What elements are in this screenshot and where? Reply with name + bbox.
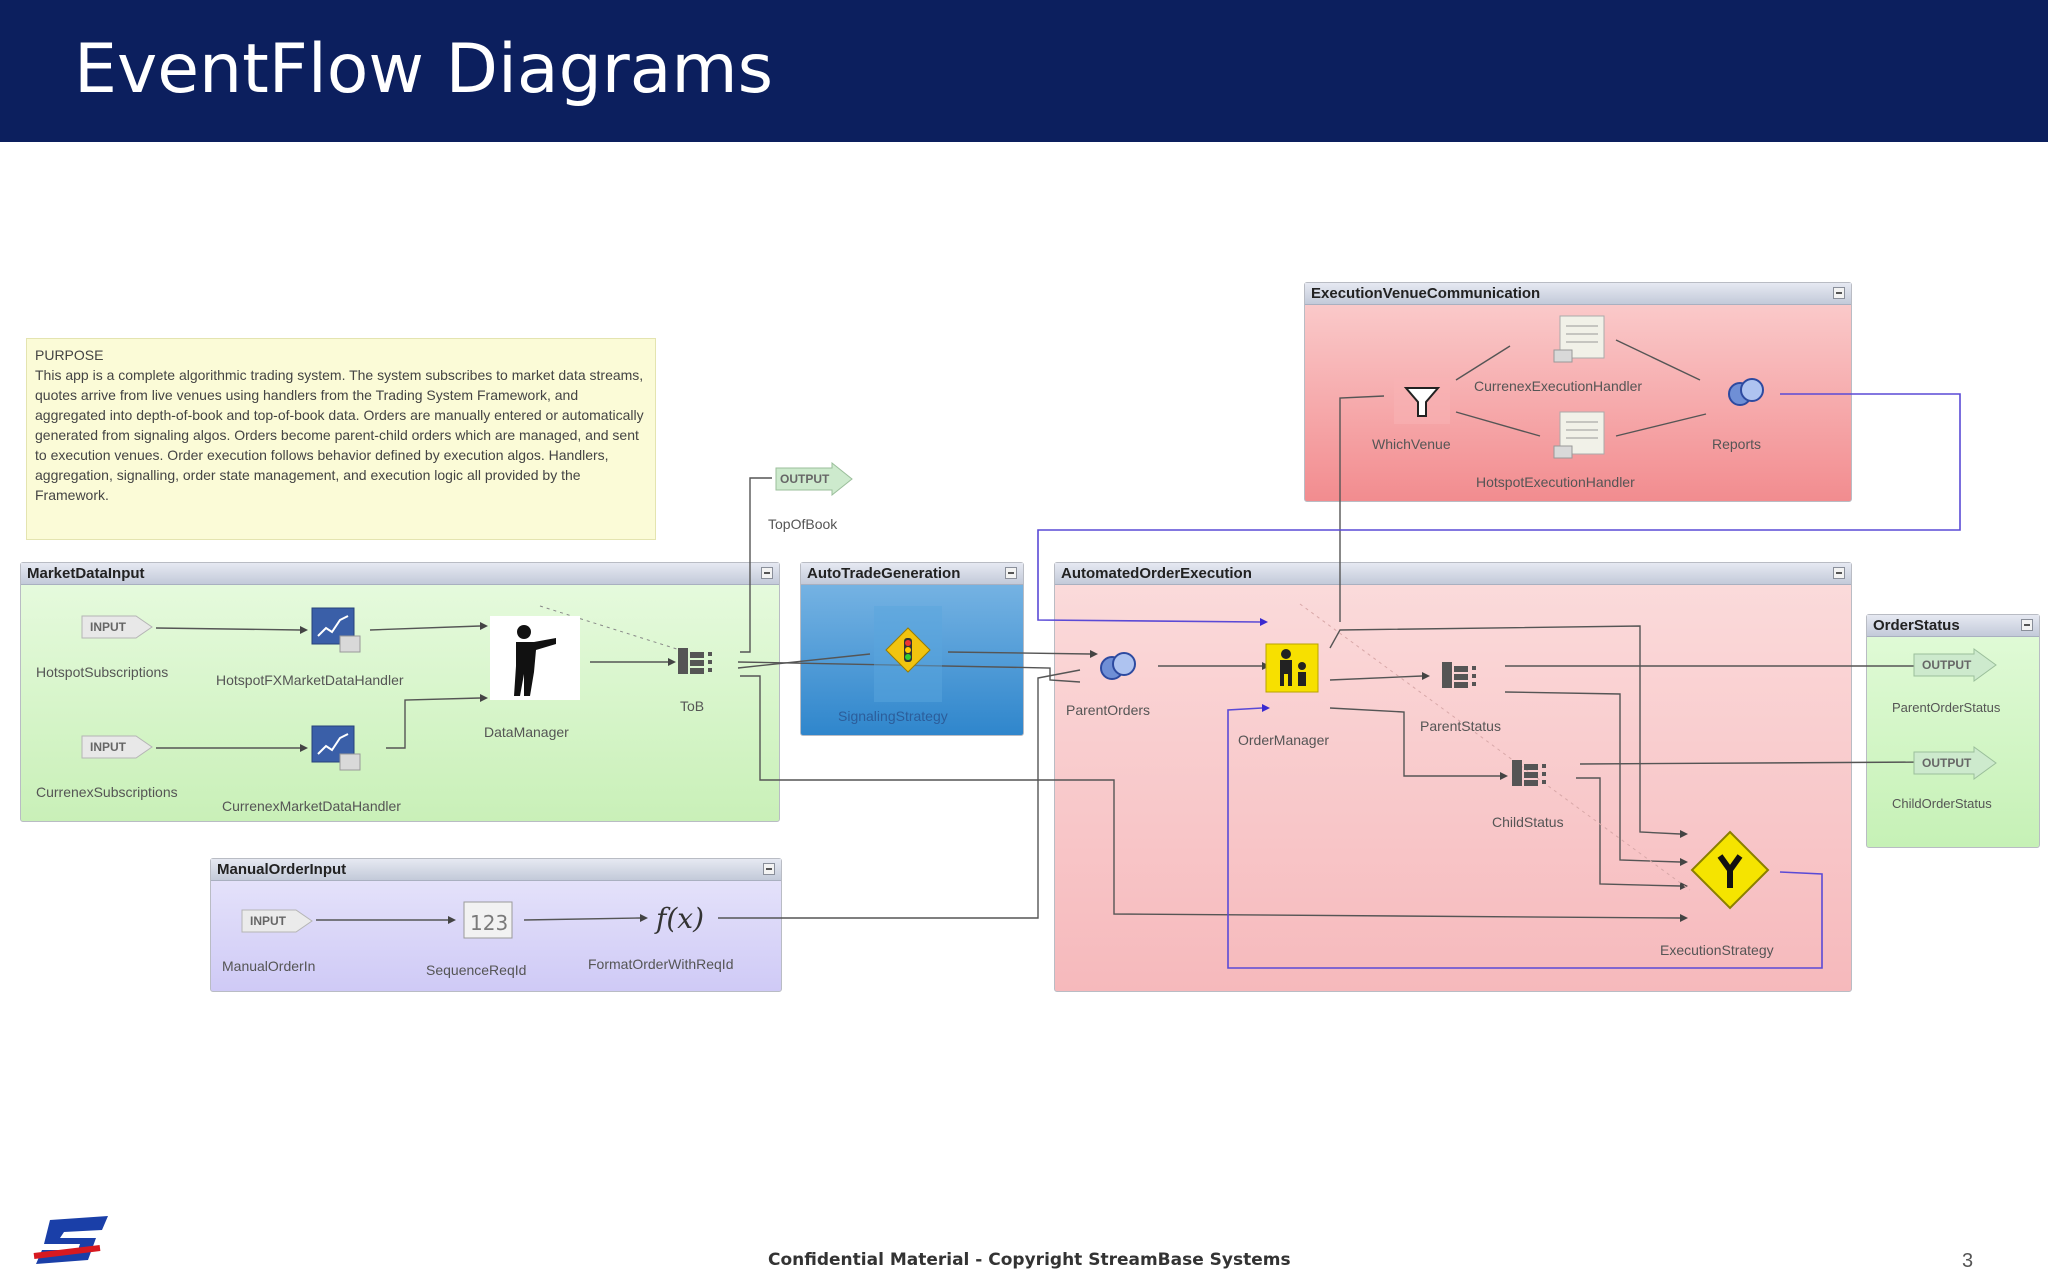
- group-header: ExecutionVenueCommunication: [1305, 283, 1851, 305]
- parent-orders-icon[interactable]: [1094, 646, 1142, 686]
- collapse-icon[interactable]: [1005, 567, 1017, 579]
- output-adapter-parent-order-status[interactable]: OUTPUT: [1912, 648, 1998, 682]
- input-label: INPUT: [250, 914, 286, 928]
- label-currenex-execution-handler: CurrenexExecutionHandler: [1474, 378, 1643, 394]
- label-signaling-strategy: SignalingStrategy: [838, 708, 948, 724]
- slide-title: EventFlow Diagrams: [74, 30, 774, 109]
- label-currenex-subscriptions: CurrenexSubscriptions: [36, 784, 178, 800]
- label-manual-order-in: ManualOrderIn: [222, 958, 316, 974]
- group-title: ExecutionVenueCommunication: [1311, 285, 1541, 302]
- group-automated-order-execution[interactable]: AutomatedOrderExecution: [1054, 562, 1852, 992]
- execution-strategy-icon[interactable]: [1686, 826, 1774, 914]
- page-number: 3: [1962, 1250, 1974, 1272]
- title-bar: EventFlow Diagrams: [0, 0, 2048, 142]
- output-label: OUTPUT: [1922, 658, 1972, 672]
- label-order-manager: OrderManager: [1238, 732, 1330, 748]
- label-which-venue: WhichVenue: [1372, 436, 1451, 452]
- market-data-handler-icon[interactable]: [308, 724, 364, 774]
- group-title: MarketDataInput: [27, 565, 145, 582]
- svg-text:f(x): f(x): [654, 902, 704, 935]
- label-format-order: FormatOrderWithReqId: [588, 956, 734, 972]
- label-parent-status: ParentStatus: [1420, 718, 1501, 734]
- execution-handler-icon[interactable]: [1550, 408, 1614, 462]
- output-adapter-top-of-book[interactable]: OUTPUT: [774, 461, 854, 497]
- label-child-order-status: ChildOrderStatus: [1892, 796, 1992, 811]
- input-adapter-manual-order[interactable]: INPUT: [240, 906, 316, 936]
- label-reports: Reports: [1712, 436, 1762, 452]
- purpose-note: PURPOSE This app is a complete algorithm…: [26, 338, 656, 540]
- group-header: ManualOrderInput: [211, 859, 781, 881]
- input-adapter-hotspot[interactable]: INPUT: [80, 612, 156, 642]
- collapse-icon[interactable]: [1833, 287, 1845, 299]
- label-parent-orders: ParentOrders: [1066, 702, 1151, 718]
- reports-icon[interactable]: [1718, 370, 1774, 414]
- order-manager-icon[interactable]: [1264, 642, 1320, 694]
- input-label: INPUT: [90, 740, 126, 754]
- note-body: This app is a complete algorithmic tradi…: [35, 367, 644, 503]
- group-header: MarketDataInput: [21, 563, 779, 585]
- label-hotspot-execution-handler: HotspotExecutionHandler: [1476, 474, 1635, 490]
- group-title: OrderStatus: [1873, 617, 1960, 634]
- input-label: INPUT: [90, 620, 126, 634]
- output-label: OUTPUT: [780, 472, 830, 486]
- traffic-light-icon[interactable]: [872, 604, 944, 704]
- group-header: OrderStatus: [1867, 615, 2039, 637]
- label-parent-order-status: ParentOrderStatus: [1892, 700, 2001, 715]
- group-header: AutomatedOrderExecution: [1055, 563, 1851, 585]
- output-label: OUTPUT: [1922, 756, 1972, 770]
- output-adapter-child-order-status[interactable]: OUTPUT: [1912, 746, 1998, 780]
- group-header: AutoTradeGeneration: [801, 563, 1023, 585]
- streambase-logo: [30, 1208, 112, 1268]
- execution-handler-icon[interactable]: [1550, 312, 1614, 366]
- collapse-icon[interactable]: [1833, 567, 1845, 579]
- label-data-manager: DataManager: [484, 724, 569, 740]
- market-data-handler-icon[interactable]: [308, 606, 364, 656]
- collapse-icon[interactable]: [763, 863, 775, 875]
- label-top-of-book: TopOfBook: [768, 516, 838, 532]
- label-hotspot-fx-handler: HotspotFXMarketDataHandler: [216, 672, 404, 688]
- function-icon[interactable]: f(x): [652, 896, 716, 940]
- group-title: ManualOrderInput: [217, 861, 347, 878]
- label-execution-strategy: ExecutionStrategy: [1660, 942, 1774, 958]
- label-hotspot-subscriptions: HotspotSubscriptions: [36, 664, 169, 680]
- group-order-status[interactable]: OrderStatus: [1866, 614, 2040, 848]
- sequence-icon[interactable]: 123: [460, 898, 516, 942]
- label-tob: ToB: [680, 698, 705, 714]
- group-title: AutomatedOrderExecution: [1061, 565, 1252, 582]
- child-status-icon[interactable]: [1508, 756, 1572, 792]
- group-title: AutoTradeGeneration: [807, 565, 961, 582]
- label-sequence-reqid: SequenceReqId: [426, 962, 527, 978]
- svg-text:123: 123: [470, 911, 508, 935]
- query-table-icon[interactable]: [674, 644, 738, 680]
- collapse-icon[interactable]: [2021, 619, 2033, 631]
- parent-status-icon[interactable]: [1438, 658, 1502, 694]
- group-market-data-input[interactable]: MarketDataInput: [20, 562, 780, 822]
- footer-copyright: Confidential Material - Copyright Stream…: [768, 1250, 1291, 1270]
- data-manager-icon[interactable]: [490, 616, 580, 700]
- filter-icon[interactable]: [1392, 376, 1452, 426]
- label-currenex-handler: CurrenexMarketDataHandler: [222, 798, 401, 814]
- collapse-icon[interactable]: [761, 567, 773, 579]
- input-adapter-currenex[interactable]: INPUT: [80, 732, 156, 762]
- label-child-status: ChildStatus: [1492, 814, 1564, 830]
- note-heading: PURPOSE: [35, 347, 104, 363]
